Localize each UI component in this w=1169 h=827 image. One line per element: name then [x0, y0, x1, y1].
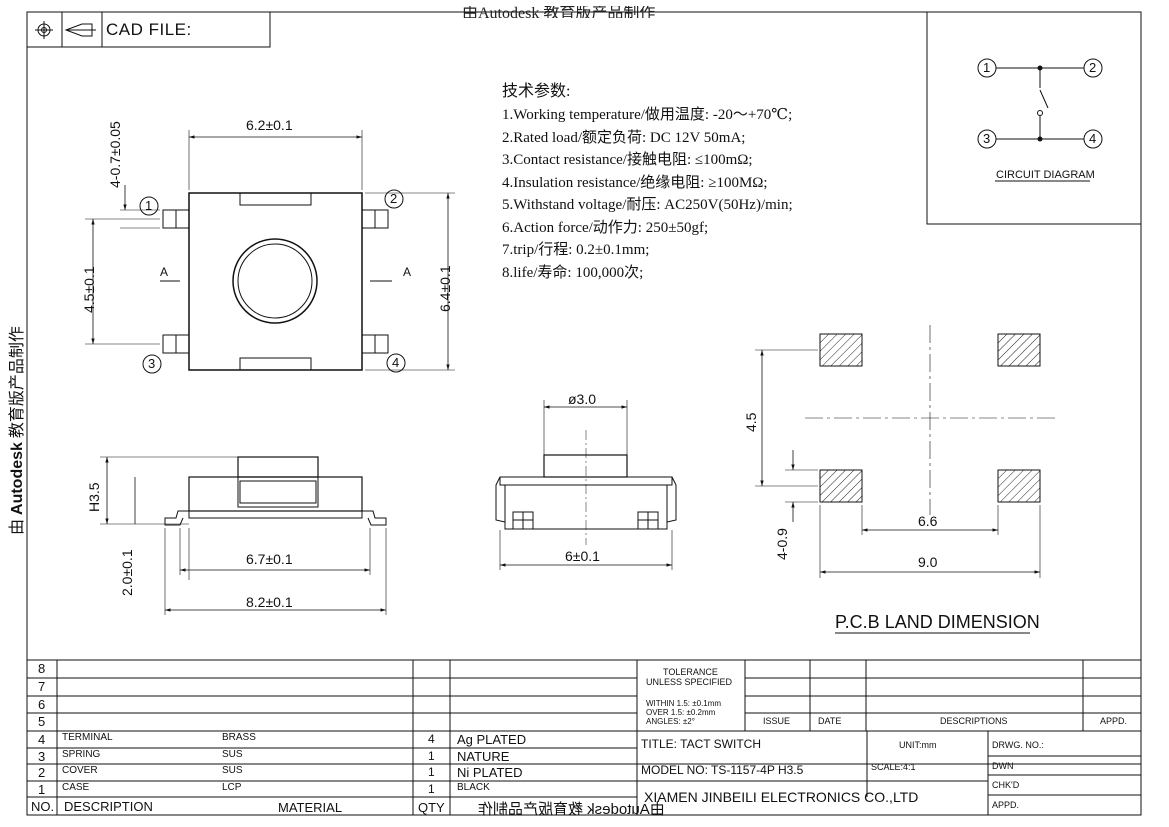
circuit-pin-2: 2: [1089, 60, 1097, 75]
approved-by-field: APPD.: [992, 800, 1020, 810]
rev-col-issue: ISSUE: [763, 716, 791, 726]
bom-row-material: BRASS: [222, 732, 256, 743]
spec-item: 6.Action force/动作力: 250±50gf;: [502, 219, 709, 236]
front-dim-base: 2.0±0.1: [119, 549, 135, 596]
bom-row-qty: 1: [428, 765, 435, 779]
bom-row-description: SPRING: [62, 749, 101, 760]
checked-by-field: CHK'D: [992, 780, 1020, 790]
front-dim-h: H3.5: [86, 482, 102, 512]
spec-item: 7.trip/行程: 0.2±0.1mm;: [502, 242, 650, 258]
spec-item: 1.Working temperature/做用温度: -20～+70℃;: [502, 107, 793, 123]
mirrored-watermark: 由Autodesk 教育版产品制作: [478, 801, 665, 818]
section-mark-left: A: [160, 265, 169, 279]
top-dim-height: 6.4±0.1: [437, 265, 453, 312]
rev-col-desc: DESCRIPTIONS: [940, 716, 1008, 726]
pcb-land: [755, 325, 1055, 634]
top-dim-width: 6.2±0.1: [246, 117, 293, 133]
bom-header-no: NO.: [31, 799, 55, 814]
company-name: XIAMEN JINBEILI ELECTRONICS CO.,LTD: [644, 789, 919, 805]
bom-row-qty: 1: [428, 782, 435, 796]
top-pin-1: 1: [145, 198, 153, 213]
sheet-border: [26, 11, 1142, 816]
spec-item: 5.Withstand voltage/耐压: AC250V(50Hz)/min…: [502, 197, 793, 213]
scale-field: SCALE:4:1: [871, 762, 916, 772]
bom-row-description: TERMINAL: [62, 732, 113, 743]
front-view: [100, 456, 387, 615]
model-number: MODEL NO: TS-1157-4P H3.5: [641, 763, 804, 777]
section-mark-right: A: [403, 265, 412, 279]
tolerance-angles: ANGLES: ±2°: [646, 717, 695, 726]
top-dim-pitch: 4.5±0.1: [81, 266, 97, 313]
pcb-title: P.C.B LAND DIMENSION: [835, 612, 1040, 632]
drawing-number-field: DRWG. NO.:: [992, 740, 1044, 750]
top-view: [85, 130, 455, 374]
side-watermark-brand: Autodesk: [9, 442, 26, 515]
projection-symbol-icon: [35, 21, 96, 39]
bom-row-qty: 4: [428, 732, 435, 746]
pcb-dim-pad: 4-0.9: [774, 528, 790, 560]
bom-row-number: 1: [38, 782, 46, 797]
bom-row-qty: 1: [428, 749, 435, 763]
circuit-pin-4: 4: [1089, 131, 1097, 146]
pcb-dim-inner: 6.6: [918, 513, 938, 529]
spec-item: 4.Insulation resistance/绝缘电阻: ≥100MΩ;: [502, 174, 768, 191]
cad-file-label: CAD FILE:: [106, 20, 192, 39]
side-watermark: 由 Autodesk 教育版产品制作: [9, 326, 26, 535]
pcb-dim-v: 4.5: [743, 412, 759, 432]
bom-row-finish: NATURE: [457, 749, 510, 764]
bom-row-material: LCP: [222, 782, 242, 793]
bom-row-number: 7: [38, 679, 46, 694]
bom-row-number: 4: [38, 732, 46, 747]
bom-row-description: COVER: [62, 765, 98, 776]
specs-heading: 技术参数:: [502, 83, 571, 100]
circuit-pin-3: 3: [983, 131, 991, 146]
tolerance-title-2: UNLESS SPECIFIED: [646, 677, 733, 687]
bom-row-material: SUS: [222, 749, 243, 760]
bom-row-number: 5: [38, 714, 46, 729]
rev-col-appd: APPD.: [1100, 716, 1128, 726]
spec-item: 2.Rated load/额定负荷: DC 12V 50mA;: [502, 129, 746, 146]
top-pin-4: 4: [392, 355, 400, 370]
front-dim-total: 8.2±0.1: [246, 594, 293, 610]
side-watermark-prefix: 由: [9, 514, 26, 535]
bom-row-number: 8: [38, 661, 46, 676]
bom-row-finish: Ni PLATED: [457, 765, 523, 780]
circuit-title: CIRCUIT DIAGRAM: [996, 169, 1095, 181]
bom-header-desc: DESCRIPTION: [64, 799, 153, 814]
spec-item: 3.Contact resistance/接触电阻: ≤100mΩ;: [502, 152, 753, 168]
bom-header-qty: QTY: [418, 800, 445, 815]
circuit-pin-1: 1: [983, 60, 991, 75]
bom-row-number: 3: [38, 749, 46, 764]
side-dim-dia: ø3.0: [568, 391, 597, 407]
unit-field: UNIT:mm: [899, 740, 937, 750]
bom-row-number: 2: [38, 765, 46, 780]
bom-row-finish: Ag PLATED: [457, 732, 527, 747]
side-dim-width: 6±0.1: [565, 548, 600, 564]
side-view: [495, 400, 677, 570]
top-cut-watermark: 由Autodesk 教育版产品制作: [462, 6, 656, 18]
title-block-grid: [27, 659, 1141, 815]
bom-row-finish: BLACK: [457, 782, 490, 793]
bom-row-material: SUS: [222, 765, 243, 776]
side-watermark-suffix: 教育版产品制作: [9, 326, 26, 443]
bom-row-number: 6: [38, 697, 46, 712]
front-dim-body: 6.7±0.1: [246, 551, 293, 567]
bom-header-material: MATERIAL: [278, 800, 343, 815]
cad-file-box: [26, 11, 271, 48]
drawn-by-field: DWN: [992, 761, 1014, 771]
top-pin-3: 3: [148, 356, 156, 371]
tolerance-within: WITHIN 1.5: ±0.1mm: [646, 699, 722, 708]
pcb-dim-outer: 9.0: [918, 554, 938, 570]
tolerance-title-1: TOLERANCE: [663, 667, 718, 677]
spec-item: 8.life/寿命: 100,000次;: [502, 264, 644, 281]
drawing-title: TITLE: TACT SWITCH: [641, 737, 762, 751]
bom-row-description: CASE: [62, 782, 90, 793]
circuit-diagram: [926, 11, 1142, 225]
rev-col-date: DATE: [818, 716, 842, 726]
tolerance-over: OVER 1.5: ±0.2mm: [646, 708, 716, 717]
top-pin-2: 2: [390, 191, 398, 206]
top-dim-lead: 4-0.7±0.05: [107, 121, 123, 188]
